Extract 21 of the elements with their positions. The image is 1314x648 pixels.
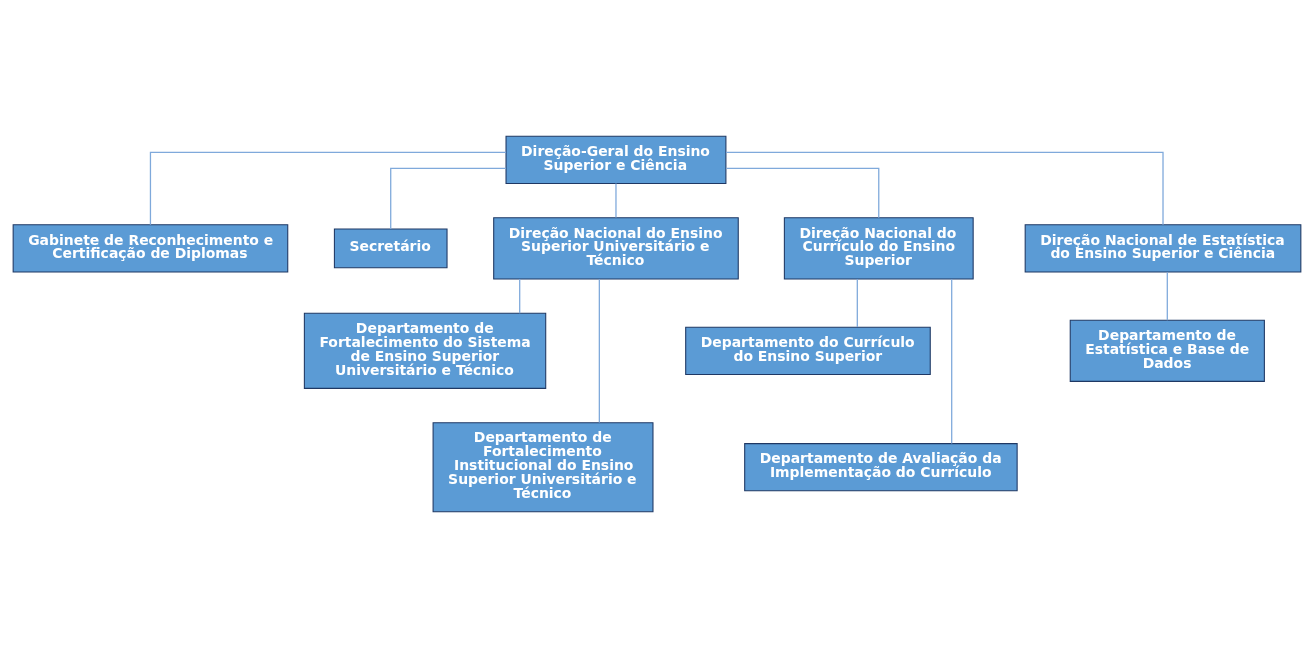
connector [856,278,858,328]
node-box: Secretário [333,228,448,269]
node-box: Gabinete de Reconhecimento e Certificação de Diplomas [12,224,289,273]
connector [149,151,507,226]
connector [1166,271,1168,321]
node-box: Departamento de Fortalecimento Institucional do Ensino Superior Universitário e Técnico [432,422,654,513]
node-box: Direção Nacional de Estatística do Ensino Superior e Ciência [1024,224,1302,273]
node-box: Direção-Geral do Ensino Superior e Ciência [505,135,727,185]
connector [615,182,617,219]
connector [725,167,880,219]
node-box: Direção Nacional do Ensino Superior Universitário e Técnico [493,217,739,280]
connector [519,278,521,314]
node-box: Departamento de Fortalecimento do Sistema de Ensino Superior Universitário e Técnico [303,312,547,389]
connector [725,151,1164,226]
node-box: Departamento do Currículo do Ensino Superior [685,326,931,375]
connector [951,278,953,445]
node-box: Departamento de Avaliação da Implementação do Currículo [744,443,1018,492]
node-box: Direção Nacional do Currículo do Ensino Superior [783,217,974,280]
connector [598,278,600,424]
node-box: Departamento de Estatística e Base de Dados [1069,319,1265,382]
connector [390,167,507,230]
